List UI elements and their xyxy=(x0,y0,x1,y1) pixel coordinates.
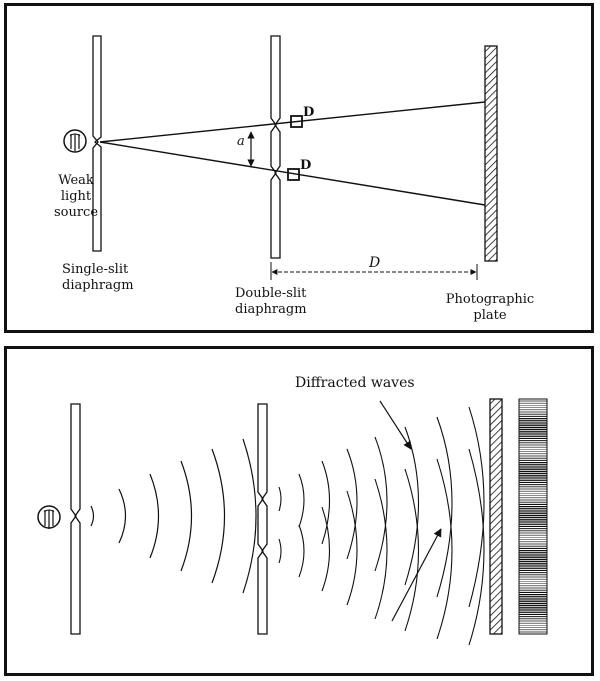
double-slit-diaphragm xyxy=(257,403,268,635)
plate-label-2: plate xyxy=(473,308,507,323)
double-slit-diaphragm xyxy=(270,35,281,259)
lamp-icon xyxy=(63,129,87,153)
single-slit-diaphragm xyxy=(92,35,102,252)
waves-diagram xyxy=(37,398,548,646)
double-slit-setup-panel: a D D Weak light source Single-slit diap… xyxy=(4,3,594,333)
detector-label-bottom: D xyxy=(300,158,312,173)
ray-upper xyxy=(99,101,486,143)
detector-icon xyxy=(287,168,300,181)
detector-label-top: D xyxy=(303,105,315,120)
plate-label-1: Photographic xyxy=(445,292,535,307)
diffracted-waves-label: Diffracted waves xyxy=(295,375,415,391)
single-slit-label-2: diaphragm xyxy=(62,278,134,293)
wavefronts-double xyxy=(278,406,485,646)
double-slit-label-2: diaphragm xyxy=(235,302,307,317)
diffracted-waves-panel: Diffracted waves xyxy=(4,346,594,676)
detector-icon xyxy=(290,115,303,128)
source-label-2: light xyxy=(60,189,92,204)
separation-label: a xyxy=(237,134,245,149)
photographic-plate xyxy=(489,398,503,635)
single-slit-diaphragm xyxy=(70,403,81,635)
source-label-3: source xyxy=(53,205,99,220)
arrow-icon xyxy=(391,528,442,622)
lamp-icon xyxy=(37,505,61,529)
photographic-plate xyxy=(484,45,498,262)
single-slit-label-1: Single-slit xyxy=(62,262,129,277)
wavefronts-single xyxy=(90,438,257,594)
arrow-icon xyxy=(379,400,412,450)
setup-diagram xyxy=(63,35,498,280)
interference-fringes xyxy=(518,398,548,635)
source-label-1: Weak xyxy=(58,173,94,188)
double-slit-label-1: Double-slit xyxy=(235,286,307,301)
distance-label: D xyxy=(369,255,381,271)
ray-lower xyxy=(99,141,486,206)
